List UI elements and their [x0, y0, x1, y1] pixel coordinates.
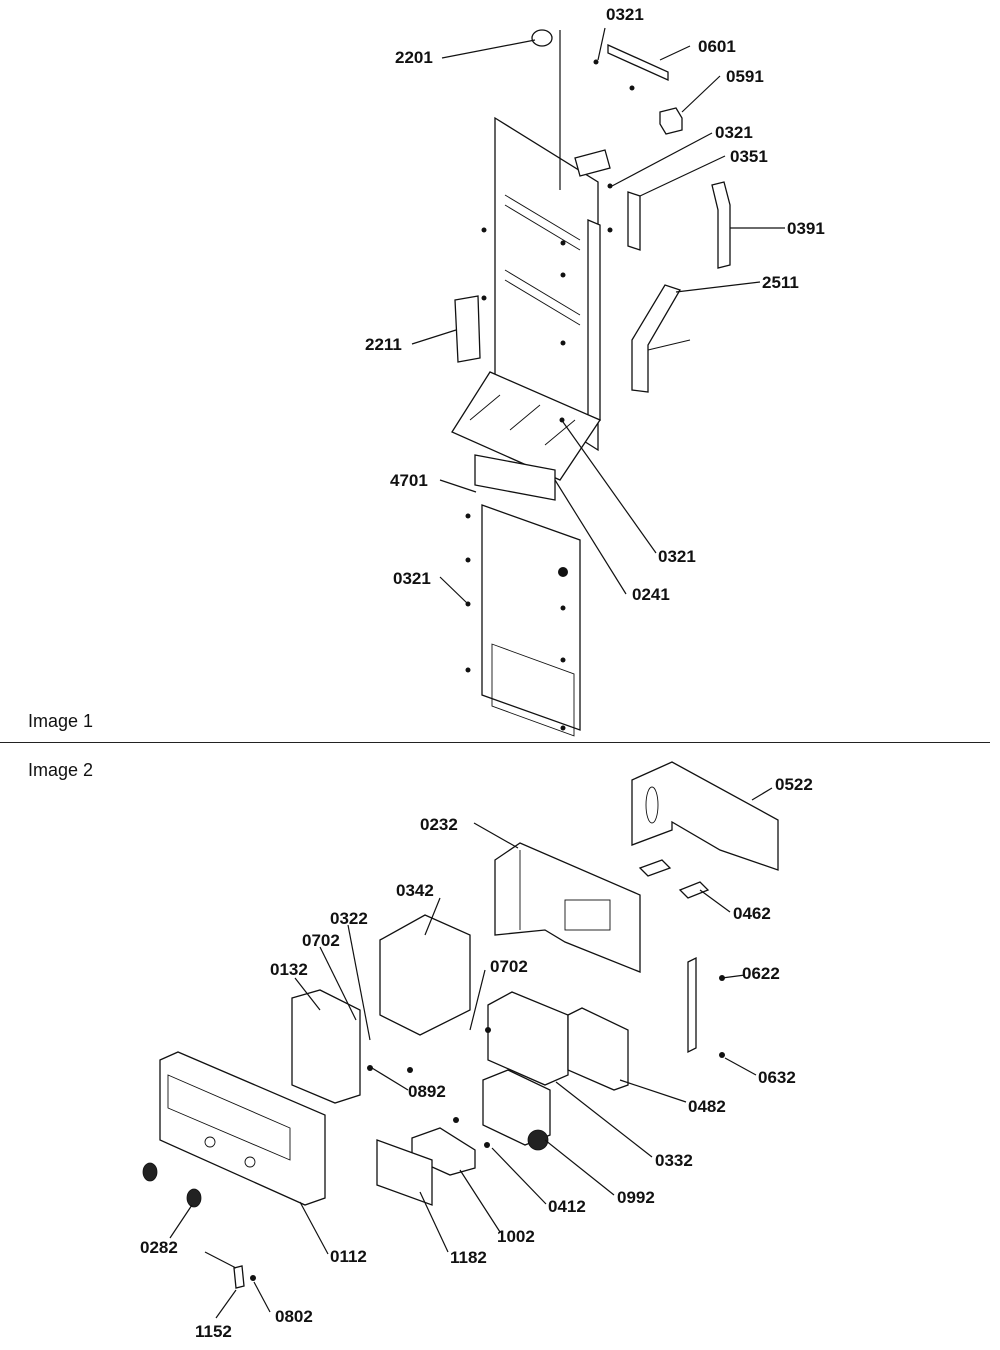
- knob-0282-b: [186, 1188, 202, 1208]
- callout-0112: 0112: [330, 1247, 367, 1266]
- callout-0132: 0132: [270, 960, 308, 979]
- block-0591: [659, 107, 683, 135]
- frame-0482: [567, 1007, 629, 1091]
- callout-0482: 0482: [688, 1097, 726, 1116]
- front-cover-0112: [159, 1051, 326, 1206]
- callout-0702-a: 0702: [302, 931, 340, 950]
- callout-4701: 4701: [390, 471, 428, 490]
- callout-1182: 1182: [450, 1248, 487, 1267]
- plate-1182: [376, 1139, 433, 1206]
- callout-0321-b: 0321: [715, 123, 753, 142]
- callout-0702-b: 0702: [490, 957, 528, 976]
- image2-drawing: [142, 761, 779, 1319]
- callout-0992: 0992: [617, 1188, 655, 1207]
- bracket-0522: [631, 761, 779, 871]
- part-2511: [631, 284, 681, 393]
- callout-0332: 0332: [655, 1151, 693, 1170]
- callout-1002: 1002: [497, 1227, 535, 1246]
- image1-drawing: [411, 27, 785, 737]
- callout-0232: 0232: [420, 815, 458, 834]
- callout-0351: 0351: [730, 147, 768, 166]
- callout-0321-a: 0321: [606, 5, 644, 24]
- callout-0522: 0522: [775, 775, 813, 794]
- callout-0321-c: 0321: [658, 547, 696, 566]
- callout-1152: 1152: [195, 1322, 232, 1341]
- callout-0591: 0591: [726, 67, 764, 86]
- housing-0232: [494, 842, 641, 973]
- callout-0462: 0462: [733, 904, 771, 923]
- callout-0412: 0412: [548, 1197, 586, 1216]
- image1-callouts: 2201 0321 0601 0591 0321 0351 0391 2511 …: [365, 5, 825, 604]
- image1-caption: Image 1: [28, 711, 94, 731]
- bar-0622: [687, 956, 697, 1054]
- cap-part: [531, 29, 553, 47]
- section-divider: [0, 742, 990, 743]
- image2-caption: Image 2: [28, 760, 94, 780]
- upper-panel: [494, 116, 599, 452]
- box-0332: [487, 991, 569, 1086]
- bracket-0601: [607, 43, 669, 82]
- lower-panel: [481, 504, 581, 731]
- callout-0601: 0601: [698, 37, 736, 56]
- clip-1152: [233, 1265, 245, 1289]
- knob-0282-a: [142, 1162, 158, 1182]
- callout-0391: 0391: [787, 219, 825, 238]
- callout-0241: 0241: [632, 585, 670, 604]
- callout-0622: 0622: [742, 964, 780, 983]
- image2-callouts: 0522 0232 0462 0342 0322 0702 0132 0702 …: [140, 775, 813, 1341]
- motor-0992: [482, 1069, 551, 1146]
- part-2211: [454, 295, 481, 363]
- spacer-0462: [638, 859, 672, 877]
- callout-0802: 0802: [275, 1307, 313, 1326]
- callout-2211: 2211: [365, 335, 402, 354]
- bracket-0351: [627, 191, 641, 251]
- part-4701: [474, 454, 556, 501]
- callout-0342: 0342: [396, 881, 434, 900]
- callout-0892: 0892: [408, 1082, 446, 1101]
- part-0391: [711, 181, 731, 269]
- callout-2511: 2511: [762, 273, 799, 292]
- callout-2201: 2201: [395, 48, 433, 67]
- part-0132: [291, 989, 361, 1104]
- callout-0632: 0632: [758, 1068, 796, 1087]
- callout-0321-d: 0321: [393, 569, 431, 588]
- frame-0342: [379, 914, 471, 1036]
- callout-0322: 0322: [330, 909, 368, 928]
- callout-0282: 0282: [140, 1238, 178, 1257]
